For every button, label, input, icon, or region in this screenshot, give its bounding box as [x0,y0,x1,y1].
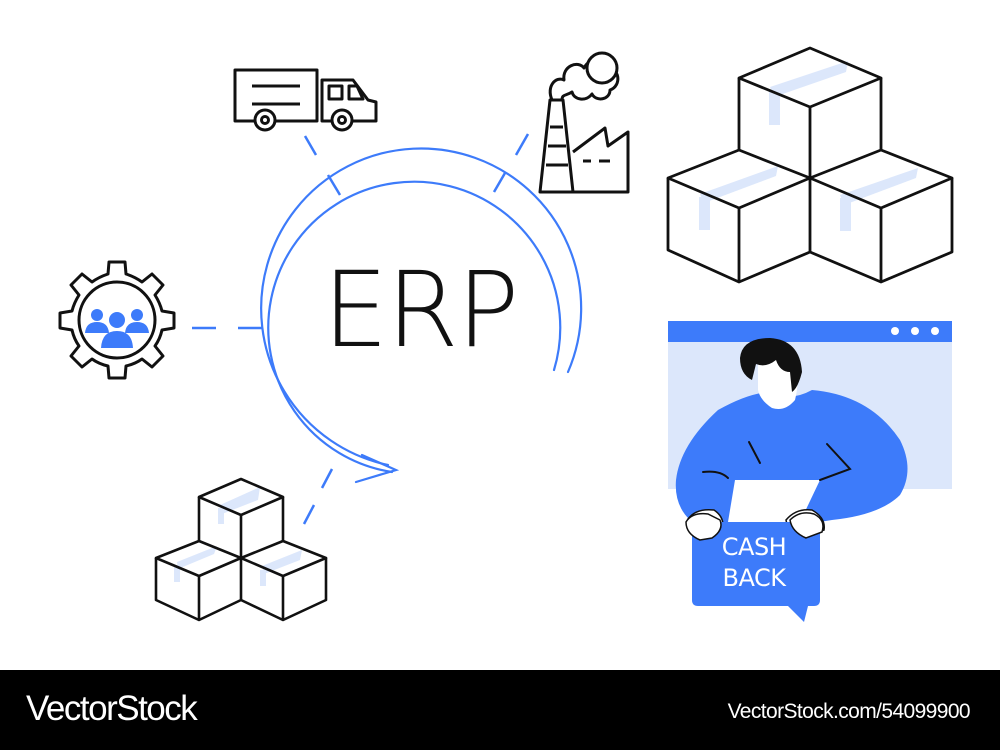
delivery-truck-icon [233,68,378,132]
brand-logo: VectorStock [26,689,198,728]
cashback-bubble-icon [685,512,824,622]
image-url: VectorStock.com/54099900 [727,700,971,723]
erp-illustration: ERP CASH BACK [58,46,954,622]
stacked-boxes-large-icon [666,46,954,284]
factory-icon [538,51,630,194]
watermark-footer: VectorStock VectorStock.com/54099900 [0,670,1000,750]
connector-lines [192,133,530,525]
stacked-boxes-icon [154,477,328,622]
cashback-label: CASH BACK [692,532,816,594]
diagram-graphics [58,46,954,622]
person-illustration [675,338,908,539]
gear-team-icon [58,260,176,380]
cycle-arrow-icon [260,147,583,484]
cashback-line-2: BACK [722,564,786,592]
cashback-line-1: CASH [721,533,787,561]
erp-title: ERP [322,249,520,371]
